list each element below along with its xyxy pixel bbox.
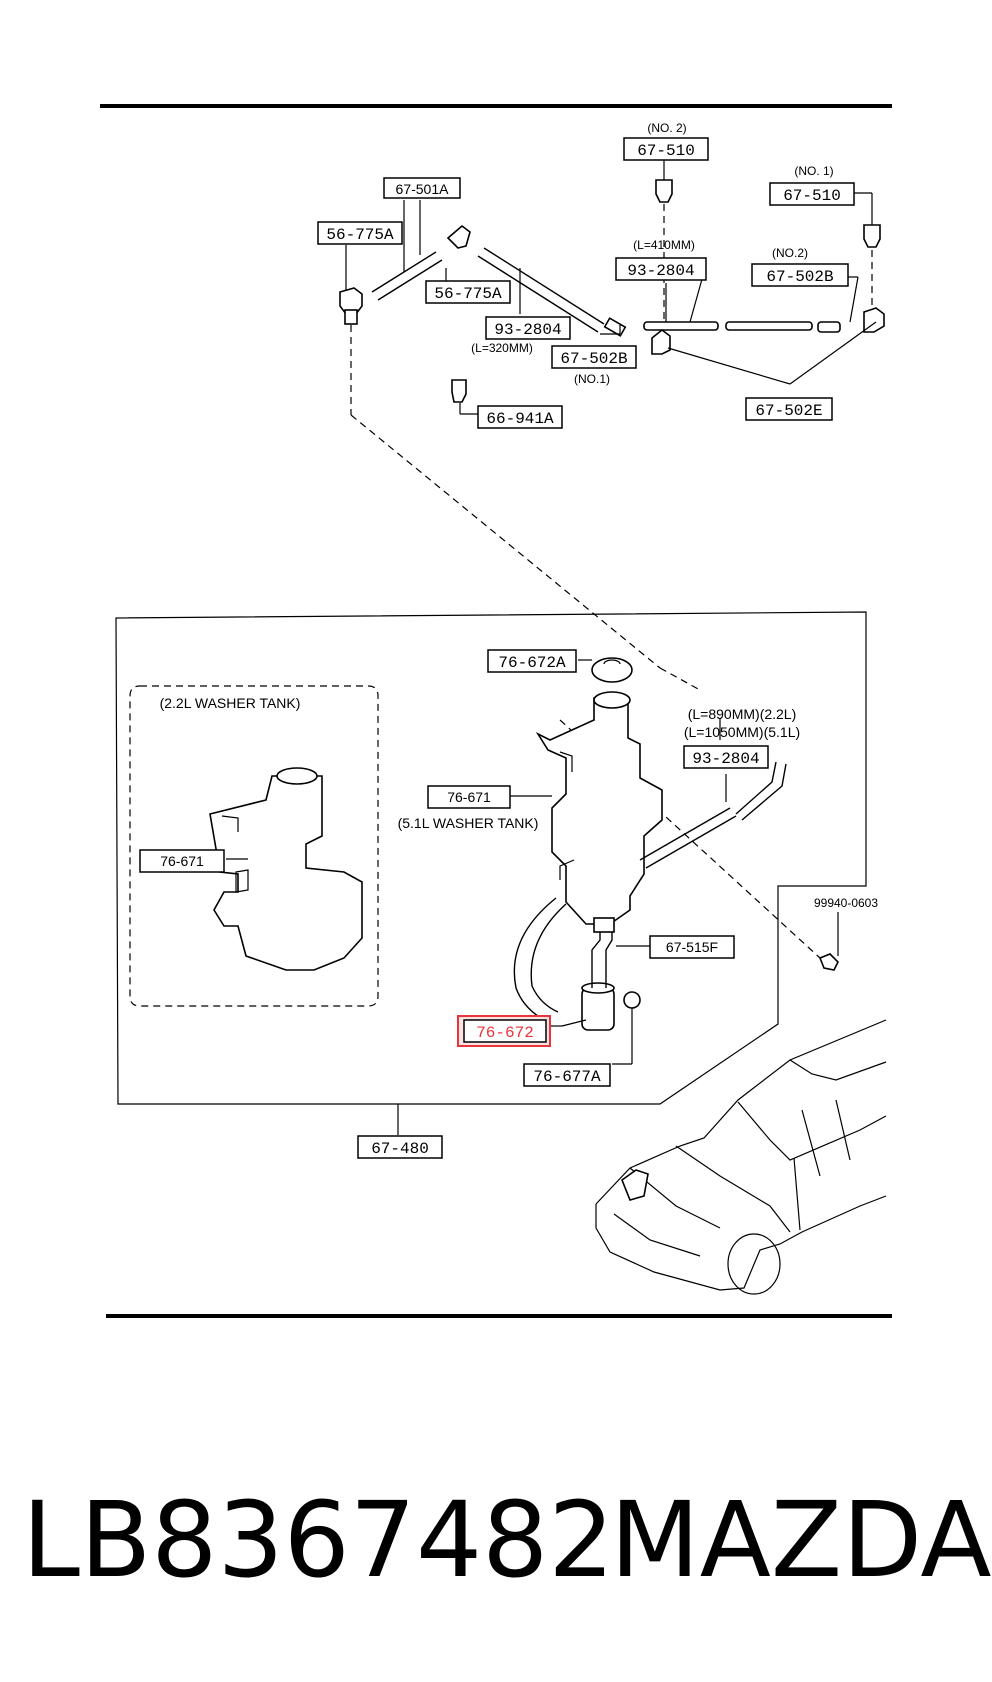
- svg-text:67-502E: 67-502E: [755, 402, 822, 420]
- callout-67-502b-no1[interactable]: 67-502B: [551, 345, 637, 369]
- svg-text:66-941A: 66-941A: [486, 410, 554, 428]
- upper-leaders: [345, 200, 877, 415]
- small-tank-frame: [129, 685, 379, 1007]
- svg-text:76-671: 76-671: [160, 853, 204, 869]
- callout-76-672-highlighted[interactable]: 76-672: [457, 1015, 551, 1047]
- callout-67-480[interactable]: 67-480: [357, 1135, 443, 1159]
- callout-76-677a[interactable]: 76-677A: [523, 1063, 611, 1087]
- note-no2-top: (NO. 2): [647, 121, 686, 135]
- callout-93-2804-top[interactable]: 93-2804: [615, 257, 707, 281]
- callout-56-775a-left[interactable]: 56-775A: [317, 221, 403, 245]
- note-no1-top: (NO. 1): [794, 164, 833, 178]
- dashed-route-left: [350, 414, 661, 669]
- svg-text:76-671: 76-671: [447, 789, 491, 805]
- svg-text:67-510: 67-510: [783, 187, 841, 205]
- callout-67-510-no2[interactable]: 67-510: [623, 137, 709, 161]
- note-l320: (L=320MM): [471, 341, 533, 355]
- callout-67-515f[interactable]: 67-515F: [649, 935, 735, 959]
- svg-text:76-677A: 76-677A: [533, 1068, 601, 1086]
- small-washer-tank: [209, 767, 363, 971]
- parts-diagram: 67-510 (NO. 2) 67-501A (NO. 1) 67-510 56…: [100, 104, 892, 1318]
- note-2-2l-tank: (2.2L WASHER TANK): [160, 695, 301, 711]
- note-l1050: (L=1050MM)(5.1L): [684, 724, 800, 740]
- svg-text:76-672A: 76-672A: [498, 654, 566, 672]
- callout-66-941a[interactable]: 66-941A: [477, 405, 563, 429]
- callout-67-502e[interactable]: 67-502E: [745, 397, 833, 421]
- svg-text:56-775A: 56-775A: [326, 226, 394, 244]
- tank-group-frame: [115, 611, 867, 1105]
- brand-name: MAZDA: [610, 1479, 992, 1601]
- svg-text:67-502B: 67-502B: [560, 350, 627, 368]
- svg-text:93-2804: 93-2804: [494, 321, 561, 339]
- callout-93-2804-tank[interactable]: 93-2804: [683, 745, 769, 769]
- svg-text:93-2804: 93-2804: [692, 750, 759, 768]
- callout-56-775a-mid[interactable]: 56-775A: [425, 280, 511, 304]
- svg-text:76-672: 76-672: [476, 1024, 534, 1042]
- vehicle-outline: [595, 1019, 887, 1295]
- tank-leaders: [226, 659, 839, 1135]
- large-washer-tank: [513, 657, 839, 1031]
- callout-99940-0603[interactable]: 99940-0603: [814, 896, 878, 910]
- note-l890: (L=890MM)(2.2L): [688, 706, 797, 722]
- svg-text:56-775A: 56-775A: [434, 285, 502, 303]
- dashed-route-right: [659, 667, 701, 691]
- dashed-route-bolt: [559, 719, 821, 959]
- svg-text:67-501A: 67-501A: [396, 181, 450, 197]
- callout-76-671-large[interactable]: 76-671: [427, 785, 511, 809]
- svg-text:67-510: 67-510: [637, 142, 695, 160]
- callout-93-2804-mid[interactable]: 93-2804: [485, 316, 571, 340]
- callout-67-510-no1[interactable]: 67-510: [769, 182, 855, 206]
- note-no1-mid: (NO.1): [574, 372, 610, 386]
- svg-text:93-2804: 93-2804: [627, 262, 694, 280]
- nozzle-assembly: [339, 158, 885, 415]
- callout-67-502b-no2[interactable]: 67-502B: [751, 263, 849, 287]
- callout-67-501a[interactable]: 67-501A: [383, 177, 461, 199]
- callout-76-671-small[interactable]: 76-671: [139, 849, 225, 873]
- part-number: LB8367482: [22, 1479, 615, 1601]
- svg-text:67-480: 67-480: [371, 1140, 429, 1158]
- note-l410: (L=410MM): [633, 238, 695, 252]
- svg-text:67-515F: 67-515F: [666, 939, 718, 955]
- note-no2-mid: (NO.2): [772, 246, 808, 260]
- note-5-1l-tank: (5.1L WASHER TANK): [398, 815, 539, 831]
- caption: LB8367482 MAZDA: [0, 1480, 992, 1600]
- callout-76-672a[interactable]: 76-672A: [487, 649, 577, 673]
- svg-text:67-502B: 67-502B: [766, 268, 833, 286]
